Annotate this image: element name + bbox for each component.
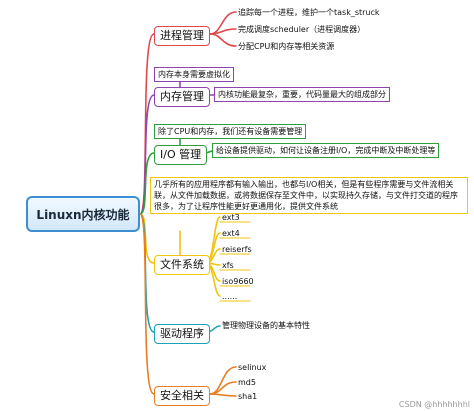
connector-security-leaf-2 — [209, 393, 237, 397]
connector-root-security — [139, 213, 155, 395]
branch-label: 内存管理 — [160, 90, 204, 103]
leaf-fs-6: ...... — [222, 292, 238, 301]
note-io-top: 除了CPU和内存，我们还有设备需要管理 — [154, 124, 307, 139]
root-label: Linuxn内核功能 — [36, 207, 130, 222]
root-node[interactable]: Linuxn内核功能 — [26, 196, 140, 232]
watermark: CSDN @hhhhhhhl — [398, 400, 470, 409]
leaf-process-3: 分配CPU和内存等相关资源 — [238, 42, 335, 51]
branch-label: 安全相关 — [160, 389, 204, 402]
note-memory-right: 内核功能最复杂，重要，代码量最大的组成部分 — [214, 87, 390, 102]
note-memory-top: 内存本身需要虚拟化 — [154, 67, 234, 82]
leaf-fs-5: iso9660 — [222, 277, 254, 286]
leaf-fs-1: ext3 — [222, 213, 240, 222]
connector-root-io — [139, 152, 155, 215]
connector-process-leaf-1 — [209, 28, 237, 35]
branch-label: 驱动程序 — [160, 327, 204, 340]
branch-io-management[interactable]: I/O 管理 — [154, 145, 208, 165]
leaf-fs-4: xfs — [222, 261, 234, 270]
branch-driver[interactable]: 驱动程序 — [154, 324, 210, 344]
leaf-fs-3: reiserfs — [222, 245, 252, 254]
branch-label: 进程管理 — [160, 29, 204, 42]
branch-file-system[interactable]: 文件系统 — [154, 255, 210, 275]
leaf-security-2: md5 — [238, 378, 256, 387]
branch-label: I/O 管理 — [160, 148, 202, 161]
connector-process-leaf-2 — [209, 33, 237, 47]
leaf-security-1: selinux — [238, 363, 267, 372]
branch-label: 文件系统 — [160, 258, 204, 271]
note-io-right: 给设备提供驱动，如何让设备注册I/O，完成中断及中断处理等 — [212, 143, 440, 158]
connector-root-driver — [139, 213, 155, 333]
leaf-security-3: sha1 — [238, 392, 258, 401]
leaf-fs-2: ext4 — [222, 229, 240, 238]
leaf-process-2: 完成调度scheduler（进程调度器） — [238, 25, 366, 34]
note-driver-right: 管理物理设备的基本特性 — [222, 321, 310, 330]
branch-process-management[interactable]: 进程管理 — [154, 26, 210, 46]
note-fs-top: 几乎所有的应用程序都有输入输出，也都与I/O相关，但是有些程序需要与文件流相关联… — [150, 177, 468, 214]
connector-root-memory — [139, 94, 155, 215]
branch-memory-management[interactable]: 内存管理 — [154, 87, 210, 107]
leaf-process-1: 追踪每一个进程，维护一个task_struck — [238, 8, 380, 17]
connector-security-leaf-0 — [209, 366, 237, 395]
branch-security[interactable]: 安全相关 — [154, 386, 210, 406]
